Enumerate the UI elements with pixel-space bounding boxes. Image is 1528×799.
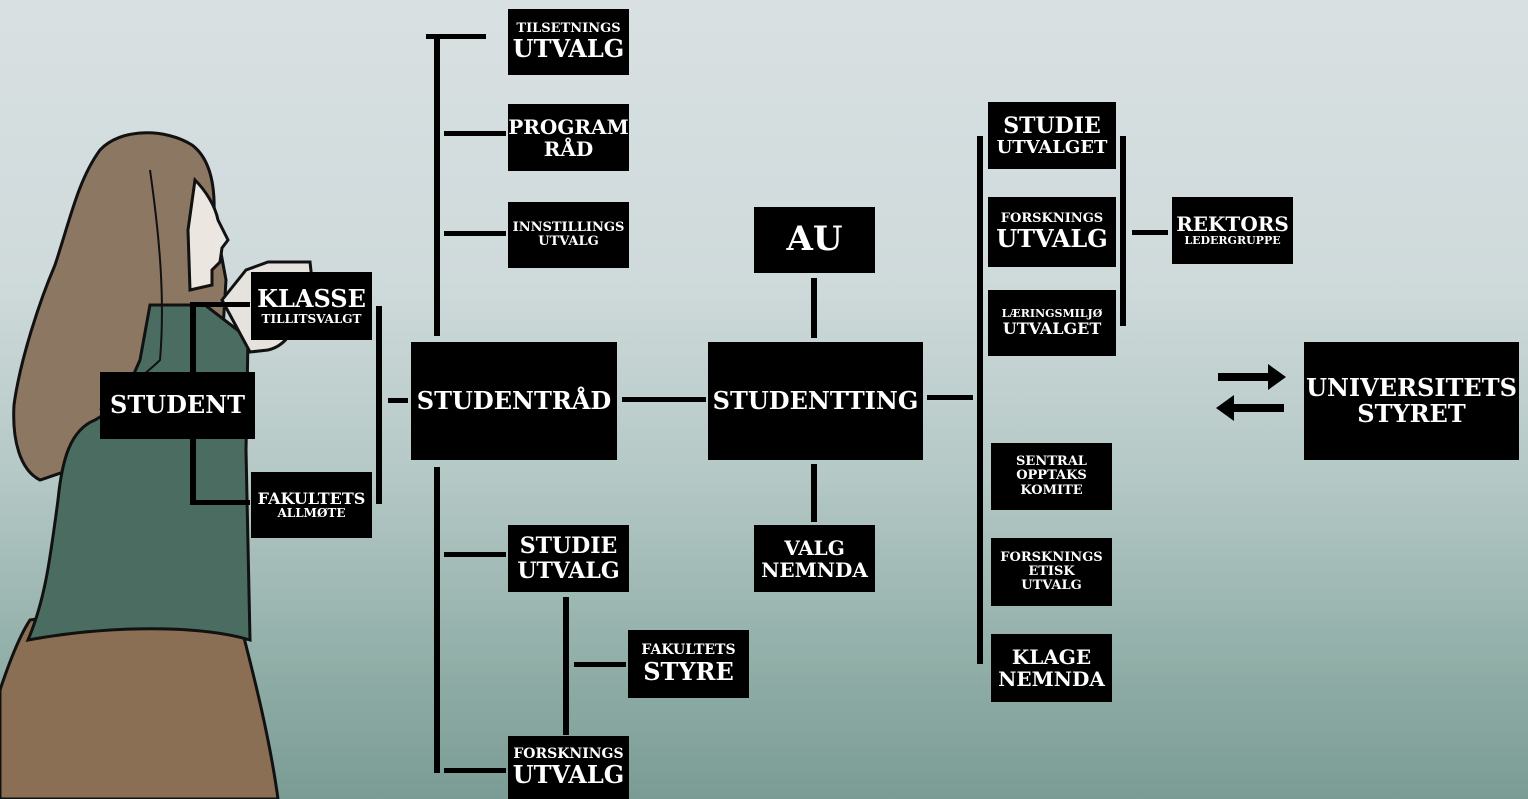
connector	[1120, 136, 1126, 326]
node-label: SENTRAL	[1016, 454, 1087, 470]
node-label: UNIVERSITETS	[1306, 372, 1517, 402]
connector	[376, 306, 382, 504]
connector	[622, 397, 706, 402]
bidirectional-arrows	[1216, 364, 1286, 421]
node-forsknings-utvalg-left: FORSKNINGS UTVALG	[508, 736, 629, 799]
node-label: TILSETNINGS	[516, 20, 621, 36]
connector	[977, 136, 983, 664]
connector	[563, 597, 569, 735]
node-forsknings-utvalg-right: FORSKNINGS UTVALG	[988, 197, 1116, 267]
node-program-rad: PROGRAM RÅD	[508, 104, 629, 171]
node-sublabel: ALLMØTE	[277, 506, 346, 521]
node-label: KOMITE	[1020, 482, 1083, 498]
node-label: AU	[786, 219, 843, 260]
node-label: STUDENTTING	[712, 385, 919, 415]
face	[186, 176, 230, 292]
node-label: PROGRAM	[508, 114, 629, 139]
connector	[426, 34, 486, 39]
node-label: FAKULTETS	[641, 642, 736, 659]
connector	[190, 500, 250, 505]
node-studentrad: STUDENTRÅD	[411, 342, 617, 460]
node-au: AU	[754, 207, 875, 273]
node-universitetsstyret: UNIVERSITETS STYRET	[1304, 342, 1519, 460]
node-klagenemnda: KLAGE NEMNDA	[991, 634, 1112, 702]
node-label: STUDENTRÅD	[416, 385, 612, 415]
node-fakultets-allmote: FAKULTETS ALLMØTE	[251, 472, 372, 538]
node-sublabel: UTVALG	[517, 557, 620, 584]
connector	[444, 231, 506, 236]
node-sublabel: LEDERGRUPPE	[1184, 234, 1281, 248]
node-studie-utvalg: STUDIE UTVALG	[508, 525, 629, 592]
node-label: OPPTAKS	[1016, 468, 1087, 484]
connector	[388, 398, 408, 403]
connector	[190, 302, 250, 307]
arrow-left-icon	[1216, 395, 1284, 421]
node-sublabel: UTVALGET	[1002, 319, 1102, 339]
connector	[574, 662, 626, 667]
node-label: STUDIE	[519, 533, 618, 560]
node-sublabel: STYRE	[643, 656, 734, 686]
connector	[927, 395, 973, 400]
connector	[444, 131, 506, 136]
node-label: UTVALG	[1021, 578, 1082, 594]
node-sublabel: TILLITSVALGT	[261, 311, 362, 326]
node-sublabel: UTVALG	[512, 33, 625, 63]
node-laeringsmiljo-utvalget: LÆRINGSMILJØ UTVALGET	[988, 290, 1116, 356]
node-sublabel: NEMNDA	[998, 667, 1105, 691]
node-sublabel: STYRET	[1357, 399, 1466, 428]
node-valgnemnda: VALG NEMNDA	[754, 525, 875, 592]
node-rektors-ledergruppe: REKTORS LEDERGRUPPE	[1172, 197, 1293, 264]
node-klasse: KLASSE TILLITSVALGT	[251, 272, 372, 340]
connector	[811, 464, 817, 522]
node-studieutvalget: STUDIE UTVALGET	[988, 102, 1116, 169]
node-label: ETISK	[1028, 563, 1075, 579]
node-label: FAKULTETS	[257, 488, 366, 508]
node-label: LÆRINGSMILJØ	[1001, 307, 1103, 321]
node-sentral-opptakskomite: SENTRAL OPPTAKS KOMITE	[991, 443, 1112, 510]
node-label: VALG	[784, 535, 845, 560]
node-sublabel: UTVALG	[512, 760, 625, 789]
node-student: STUDENT	[100, 372, 255, 439]
node-label: FORSKNINGS	[1000, 210, 1104, 226]
node-sublabel: UTVALG	[538, 234, 599, 249]
connector	[444, 768, 506, 773]
node-sublabel: UTVALGET	[996, 136, 1108, 158]
node-label: FORSKNINGS	[513, 745, 624, 762]
node-label: FORSKNINGS	[1000, 549, 1103, 565]
node-tilsetnings-utvalg: TILSETNINGS UTVALG	[508, 9, 629, 75]
node-forsknings-etisk-utvalg: FORSKNINGS ETISK UTVALG	[991, 538, 1112, 606]
node-label: STUDENT	[109, 390, 246, 420]
node-label: REKTORS	[1176, 212, 1289, 237]
node-studentting: STUDENTTING	[708, 342, 923, 460]
node-fakultets-styre: FAKULTETS STYRE	[628, 630, 749, 698]
arrow-right-icon	[1218, 364, 1286, 390]
node-innstillings-utvalg: INNSTILLINGS UTVALG	[508, 202, 629, 268]
connector	[434, 34, 440, 336]
node-sublabel: UTVALG	[996, 223, 1108, 253]
connector	[434, 467, 440, 773]
connector	[811, 278, 817, 338]
node-label: KLAGE	[1011, 645, 1092, 669]
node-label: INNSTILLINGS	[512, 219, 625, 235]
node-label: KLASSE	[257, 284, 366, 314]
node-label: STUDIE	[1003, 112, 1101, 139]
node-sublabel: RÅD	[543, 136, 594, 161]
skirt	[0, 613, 280, 799]
node-sublabel: NEMNDA	[761, 557, 868, 582]
connector	[1132, 230, 1168, 235]
connector	[444, 552, 506, 557]
